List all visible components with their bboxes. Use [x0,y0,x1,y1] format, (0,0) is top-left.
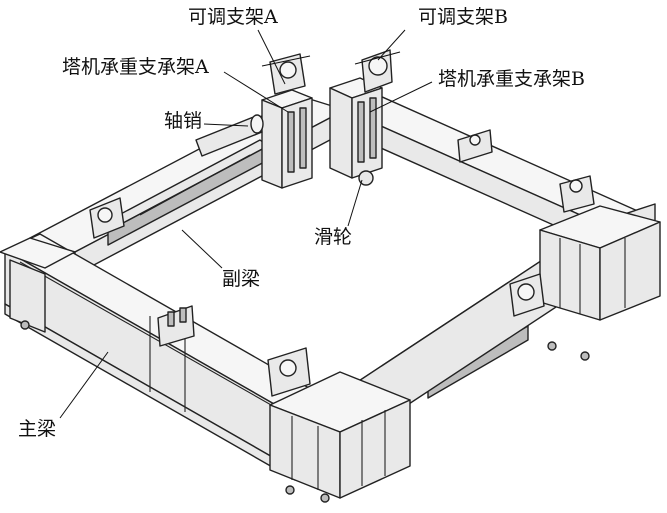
label-adjustable-bracket-b: 可调支架B [418,6,508,28]
leader-crane-frame-a [223,71,289,113]
crane-support-frame-a [261,89,313,189]
label-pin-shaft: 轴销 [164,110,203,132]
adjustable-bracket-a [261,53,311,95]
main-beam-left [4,233,331,481]
left-corner-block [0,237,76,333]
secondary-beam-left [99,139,269,246]
label-adjustable-bracket-a: 可调支架A [188,6,278,28]
leader-pulley [347,179,363,227]
lug-front-left [157,305,195,347]
label-pulley: 滑轮 [314,226,353,248]
leader-pin-shaft [203,123,249,127]
label-secondary-beam: 副梁 [222,268,261,290]
lug-right-back [457,129,493,163]
leader-crane-frame-b [369,81,433,113]
label-crane-support-frame-a: 塔机承重支承架A [62,56,209,78]
right-corner-block [539,205,661,361]
leader-adjustable-a [257,29,286,85]
adjustable-bracket-b [354,49,401,93]
leader-main-beam [59,351,109,419]
lug-right-top [559,175,595,213]
lug-right [509,273,545,317]
leader-lines [59,29,433,419]
crane-support-frame-b [329,77,383,186]
lug-left [89,197,125,239]
leader-secondary-beam [181,229,223,269]
leader-adjustable-b [377,29,406,61]
front-corner-block [269,371,411,503]
label-main-beam: 主梁 [18,418,57,440]
lug-front [267,347,311,397]
label-crane-support-frame-b: 塔机承重支承架B [438,68,585,90]
